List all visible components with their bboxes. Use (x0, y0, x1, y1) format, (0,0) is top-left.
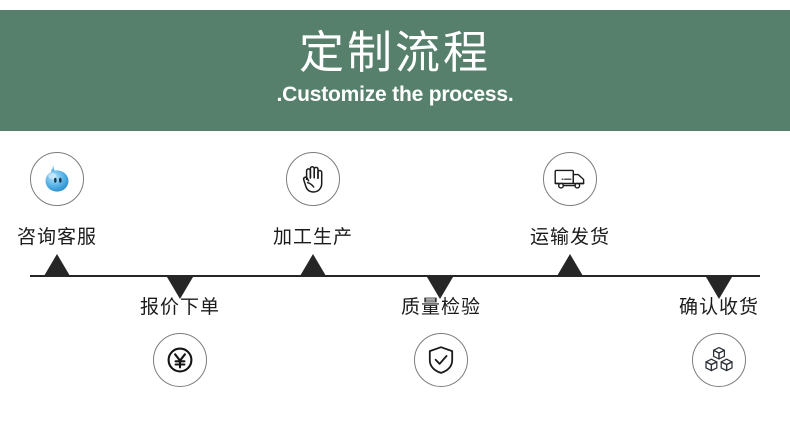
yen-coin-icon (164, 344, 196, 376)
page-title: 定制流程 (298, 27, 491, 78)
step-quality-inspection[interactable]: 质量检验 (361, 296, 521, 387)
step-manufacturing[interactable]: 加工生产 (233, 152, 393, 250)
timeline-marker-down-2 (167, 277, 193, 299)
timeline-axis (30, 275, 760, 277)
step-label: 质量检验 (400, 297, 481, 318)
step-label: 报价下单 (139, 297, 220, 318)
step-shipping[interactable]: 运输发货 (490, 152, 650, 250)
timeline-marker-up-5 (557, 254, 583, 276)
step-label: 运输发货 (529, 227, 610, 248)
page-subtitle: .Customize the process. (276, 83, 514, 106)
step-quote-order[interactable]: 报价下单 (100, 296, 260, 387)
banner: 定制流程 .Customize the process. (0, 10, 790, 131)
delivery-truck-icon (553, 166, 587, 192)
timeline-marker-up-1 (44, 254, 70, 276)
step-icon-circle (414, 333, 468, 387)
step-label: 加工生产 (272, 227, 353, 248)
step-consult-service[interactable]: 咨询客服 (0, 152, 137, 250)
step-icon-circle (543, 152, 597, 206)
hand-palm-icon (298, 163, 328, 195)
customer-service-bubble-icon (40, 162, 74, 196)
step-icon-circle (286, 152, 340, 206)
step-label: 咨询客服 (16, 227, 97, 248)
timeline-marker-up-3 (300, 254, 326, 276)
step-confirm-receipt[interactable]: 确认收货 (639, 296, 790, 387)
timeline-marker-down-6 (706, 277, 732, 299)
stacked-boxes-icon (703, 344, 735, 376)
step-icon-circle (30, 152, 84, 206)
step-icon-circle (692, 333, 746, 387)
timeline-marker-down-4 (427, 277, 453, 299)
step-icon-circle (153, 333, 207, 387)
step-label: 确认收货 (678, 297, 759, 318)
shield-check-icon (426, 344, 456, 376)
